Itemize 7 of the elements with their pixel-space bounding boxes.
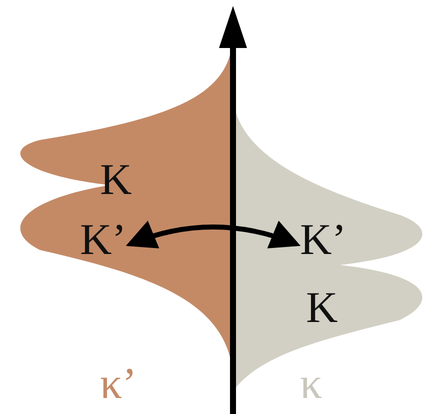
band-label: K [100, 158, 132, 202]
band-symbol: κ [300, 362, 322, 406]
band-label: K’ [300, 218, 346, 262]
band-label: K’ [80, 218, 126, 262]
double-arrow [126, 221, 301, 250]
band-symbol: κ’ [100, 362, 137, 406]
band-label: K [306, 286, 338, 330]
